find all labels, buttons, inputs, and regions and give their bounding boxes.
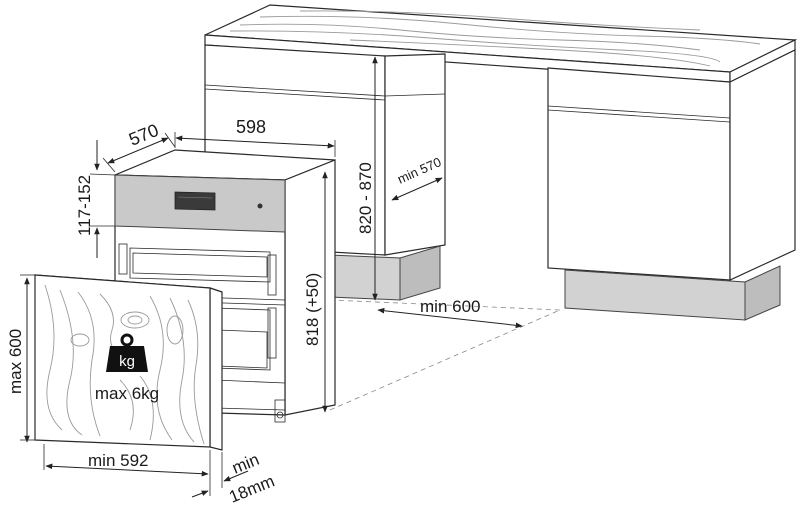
panel-height-label: 117-152 <box>75 175 94 236</box>
weight-icon: kg <box>106 333 148 372</box>
dimension-door-height: max 600 <box>6 274 35 443</box>
niche-height-label: 820 - 870 <box>356 162 375 234</box>
door-width-label: min 592 <box>88 451 148 470</box>
gap-min-label: min <box>229 450 262 478</box>
countertop-wood-grain <box>229 10 761 67</box>
door-height-label: max 600 <box>6 329 25 394</box>
dimension-niche-height: 820 - 870 <box>356 56 378 301</box>
dimension-door-width: min 592 <box>43 444 211 478</box>
dimension-appliance-height: 818 (+50) <box>303 171 328 413</box>
dimension-door-thickness: min 18mm <box>191 450 277 507</box>
countertop <box>204 4 798 83</box>
depth-label: 570 <box>126 120 161 150</box>
decor-door-panel: kg max 6kg <box>34 274 223 451</box>
appliance-height-label: 818 (+50) <box>303 273 322 346</box>
power-button-icon <box>257 203 263 209</box>
weight-icon-label: kg <box>119 353 135 370</box>
control-display <box>174 191 216 211</box>
door-weight-label: max 6kg <box>95 384 159 403</box>
door-wood-grain <box>44 284 205 445</box>
dimension-panel-height: 117-152 <box>75 140 116 258</box>
clearance-label: min 600 <box>420 297 480 316</box>
dimension-width: 598 <box>174 117 336 157</box>
left-cabinet-plinth <box>329 254 401 301</box>
right-cabinet <box>547 49 796 321</box>
width-label: 598 <box>236 117 266 137</box>
dimension-clearance: min 600 <box>377 297 523 329</box>
